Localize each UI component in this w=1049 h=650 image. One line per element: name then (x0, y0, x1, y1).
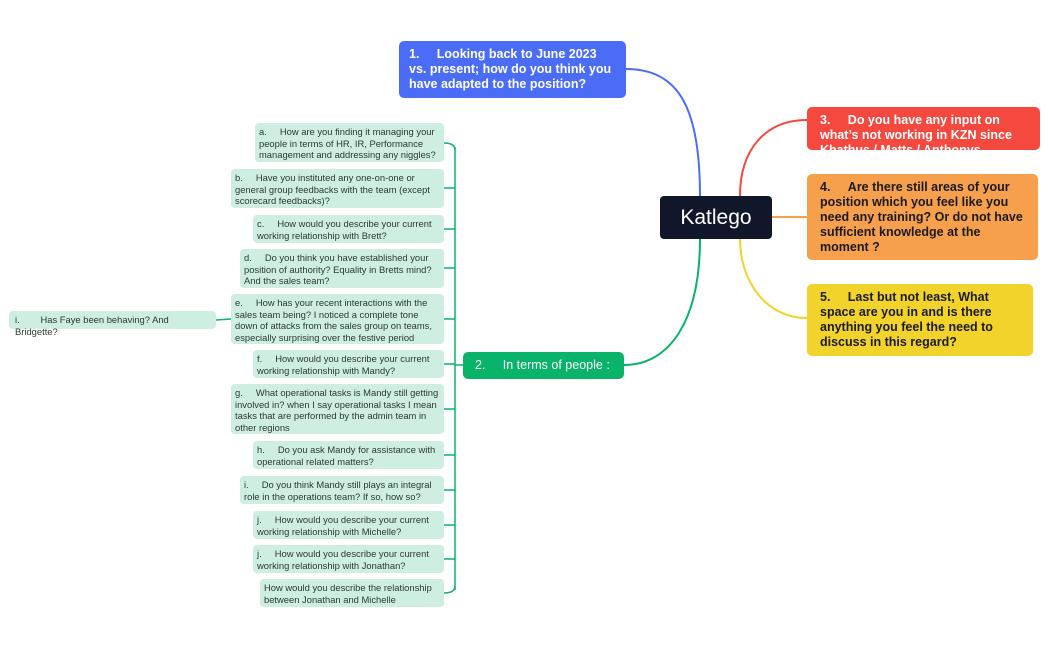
leaf-faye-bridgette[interactable]: i. Has Faye been behaving? And Bridgette… (9, 311, 216, 337)
topic-1-adaptation[interactable]: 1. Looking back to June 2023 vs. present… (399, 41, 626, 98)
connector-topic-5 (739, 238, 808, 319)
connector-topic-3 (739, 119, 808, 197)
topic-2-people[interactable]: 2. In terms of people : (463, 352, 624, 379)
subtopic-h-mandy-assistance[interactable]: h. Do you ask Mandy for assistance with … (253, 441, 444, 469)
topic-4-training[interactable]: 4. Are there still areas of your positio… (807, 174, 1038, 260)
subtopic-g-mandy-operational-tasks[interactable]: g. What operational tasks is Mandy still… (231, 384, 444, 434)
subtopic-bracket (215, 142, 463, 594)
topic-5-discussion-space[interactable]: 5. Last but not least, What space are yo… (807, 284, 1033, 356)
connector-topic-2 (623, 238, 701, 366)
subtopic-a-managing-people[interactable]: a. How are you finding it managing your … (255, 123, 444, 162)
subtopic-d-position-authority[interactable]: d. Do you think you have established you… (240, 249, 444, 288)
subtopic-j-relationship-jonathan[interactable]: j. How would you describe your current w… (253, 545, 444, 573)
subtopic-f-relationship-mandy[interactable]: f. How would you describe your current w… (253, 350, 444, 378)
subtopic-j-relationship-michelle[interactable]: j. How would you describe your current w… (253, 511, 444, 539)
subtopic-i-mandy-integral-role[interactable]: i. Do you think Mandy still plays an int… (240, 476, 444, 504)
subtopic-jonathan-michelle-relationship[interactable]: How would you describe the relationship … (260, 579, 444, 607)
central-topic-katlego[interactable]: Katlego (660, 196, 772, 239)
connector-topic-1 (625, 68, 701, 197)
topic-3-kzn-input[interactable]: 3. Do you have any input on what’s not w… (807, 107, 1040, 172)
subtopic-b-group-feedbacks[interactable]: b. Have you instituted any one-on-one or… (231, 169, 444, 208)
subtopic-e-sales-team-interactions[interactable]: e. How has your recent interactions with… (231, 294, 444, 344)
subtopic-c-relationship-brett[interactable]: c. How would you describe your current w… (253, 215, 444, 243)
